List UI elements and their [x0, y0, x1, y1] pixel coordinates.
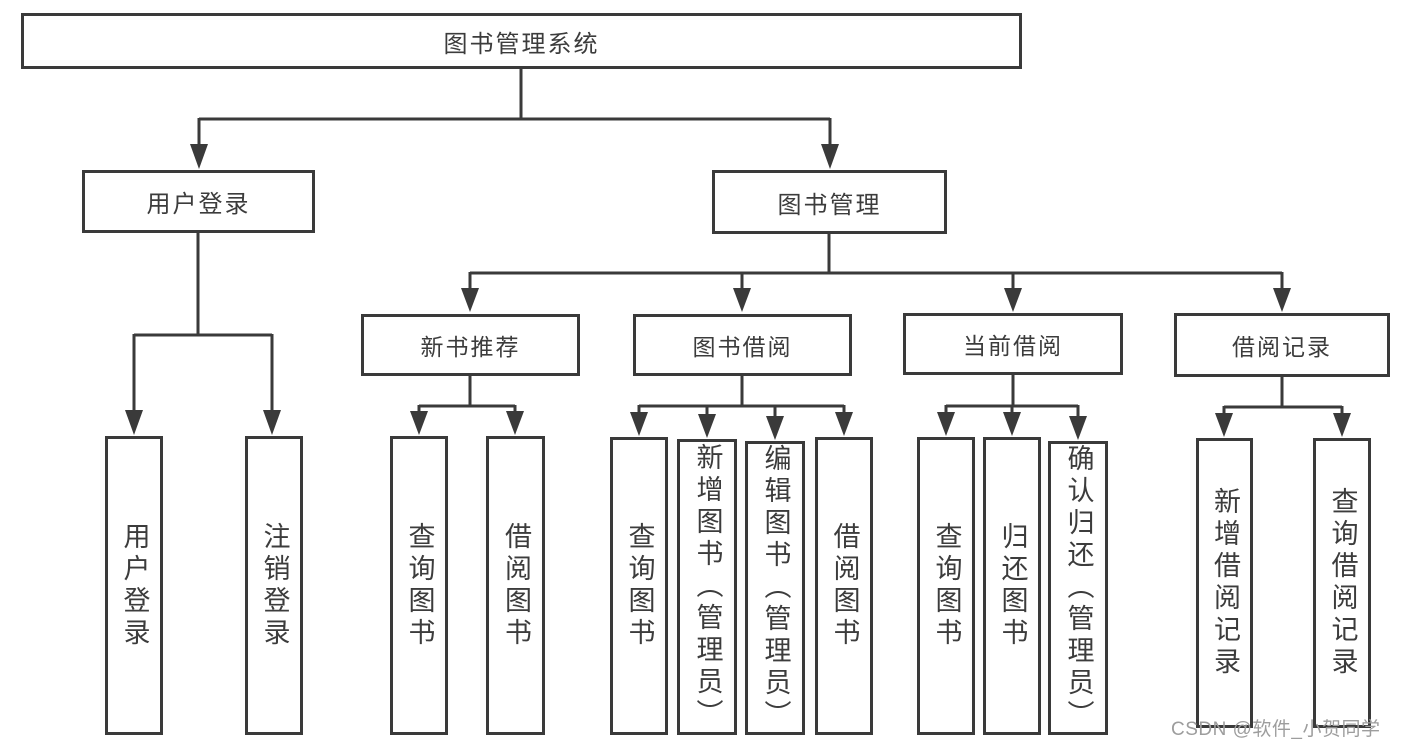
leaf-query-borrow-record-label: 查询借阅记录 [1327, 487, 1358, 679]
node-new-book-recommend-label: 新书推荐 [420, 334, 521, 360]
node-borrowing-records-label: 借阅记录 [1232, 334, 1332, 360]
node-book-management: 图书管理 [712, 170, 947, 234]
leaf-borrow-books-recommend: 借阅图书 [486, 436, 545, 735]
leaf-borrow-books-borrowing: 借阅图书 [815, 437, 873, 735]
node-new-book-recommend: 新书推荐 [361, 314, 580, 376]
leaf-query-books-recommend: 查询图书 [390, 436, 448, 735]
node-user-login-label: 用户登录 [146, 191, 251, 218]
leaf-edit-book-admin-label: 编辑图书（管理员） [760, 444, 791, 732]
leaf-edit-book-admin: 编辑图书（管理员） [745, 441, 805, 735]
leaf-add-book-admin-label: 新增图书（管理员） [692, 443, 723, 731]
leaf-user-login-label: 用户登录 [119, 521, 150, 650]
node-current-borrowing-label: 当前借阅 [963, 333, 1063, 359]
leaf-return-books: 归还图书 [983, 437, 1041, 735]
leaf-logout-label: 注销登录 [259, 521, 290, 650]
leaf-query-books-current-label: 查询图书 [931, 522, 962, 650]
node-user-login: 用户登录 [82, 170, 315, 233]
node-library-system-label: 图书管理系统 [443, 30, 600, 58]
leaf-borrow-books-recommend-label: 借阅图书 [501, 521, 531, 650]
leaf-query-books-current: 查询图书 [917, 437, 975, 735]
node-book-borrowing-label: 图书借阅 [692, 334, 793, 360]
node-book-borrowing: 图书借阅 [633, 314, 852, 376]
node-borrowing-records: 借阅记录 [1174, 313, 1390, 377]
leaf-query-books-borrowing-label: 查询图书 [624, 522, 655, 650]
node-current-borrowing: 当前借阅 [903, 313, 1123, 375]
leaf-query-books-borrowing: 查询图书 [610, 437, 668, 735]
leaf-confirm-return-admin-label: 确认归还（管理员） [1063, 444, 1094, 732]
node-book-management-label: 图书管理 [777, 191, 882, 219]
leaf-add-borrow-record: 新增借阅记录 [1196, 438, 1253, 728]
leaf-return-books-label: 归还图书 [997, 522, 1028, 650]
leaf-logout: 注销登录 [245, 436, 303, 735]
leaf-confirm-return-admin: 确认归还（管理员） [1048, 441, 1108, 735]
leaf-query-borrow-record: 查询借阅记录 [1313, 438, 1371, 728]
leaf-borrow-books-borrowing-label: 借阅图书 [829, 522, 860, 650]
leaf-query-books-recommend-label: 查询图书 [404, 521, 435, 650]
leaf-add-borrow-record-label: 新增借阅记录 [1210, 487, 1240, 679]
node-library-system: 图书管理系统 [21, 13, 1022, 69]
leaf-user-login: 用户登录 [105, 436, 163, 735]
csdn-watermark: CSDN @软件_小贺同学 [1171, 719, 1381, 740]
leaf-add-book-admin: 新增图书（管理员） [677, 439, 737, 735]
